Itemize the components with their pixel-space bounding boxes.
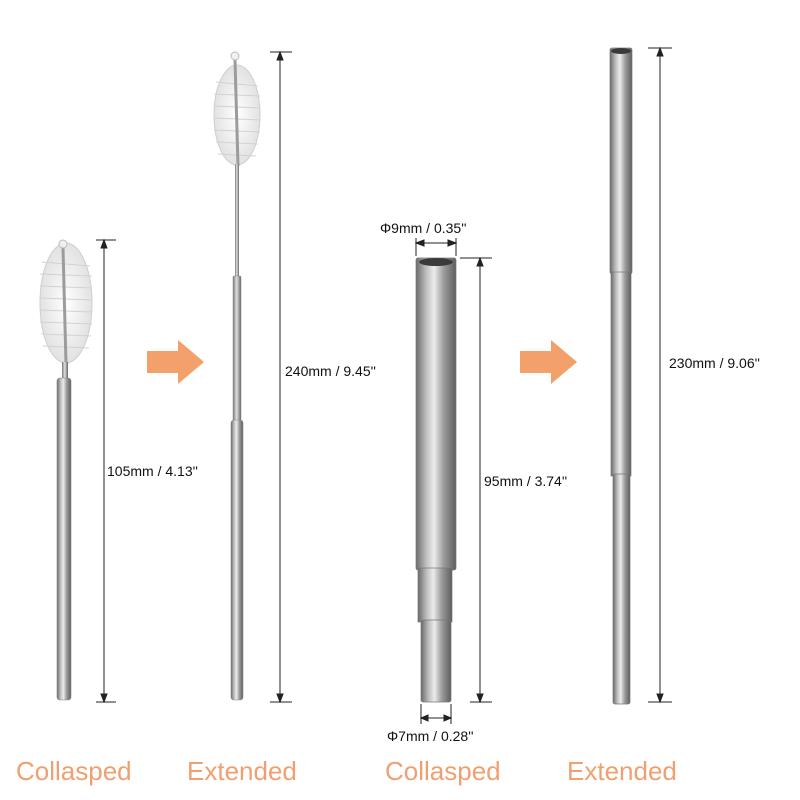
dimension-line-95mm — [460, 256, 492, 704]
length-label-extended-brush: 240mm / 9.45'' — [285, 363, 376, 379]
dimension-line-230mm — [648, 46, 672, 704]
extended-brush-straw — [213, 51, 261, 701]
dimension-line-240mm — [270, 50, 292, 704]
collapsed-telescopic-straw — [415, 257, 457, 703]
dimension-line-9mm — [414, 238, 458, 256]
brush-bristles — [213, 51, 261, 167]
extended-telescopic-straw — [609, 47, 633, 705]
caption-extended-brush: Extended — [187, 756, 297, 786]
top-diameter-label: Φ9mm / 0.35'' — [380, 220, 467, 236]
bottom-diameter-label: Φ7mm / 0.28'' — [387, 728, 474, 744]
length-label-collapsed-straw: 95mm / 3.74'' — [484, 473, 568, 489]
right-arrow-icon — [147, 340, 204, 384]
caption-collapsed-straw: Collasped — [385, 756, 501, 786]
right-arrow-icon — [520, 340, 577, 384]
caption-extended-straw: Extended — [567, 756, 677, 786]
collapsed-brush-straw — [39, 239, 93, 701]
dimension-line-7mm — [419, 704, 453, 724]
length-label-extended-straw: 230mm / 9.06'' — [669, 355, 760, 371]
dimension-line-105mm — [96, 238, 116, 704]
brush-bristles — [39, 239, 93, 365]
caption-collapsed-brush: Collasped — [16, 756, 132, 786]
length-label-collapsed-brush: 105mm / 4.13'' — [107, 463, 198, 479]
